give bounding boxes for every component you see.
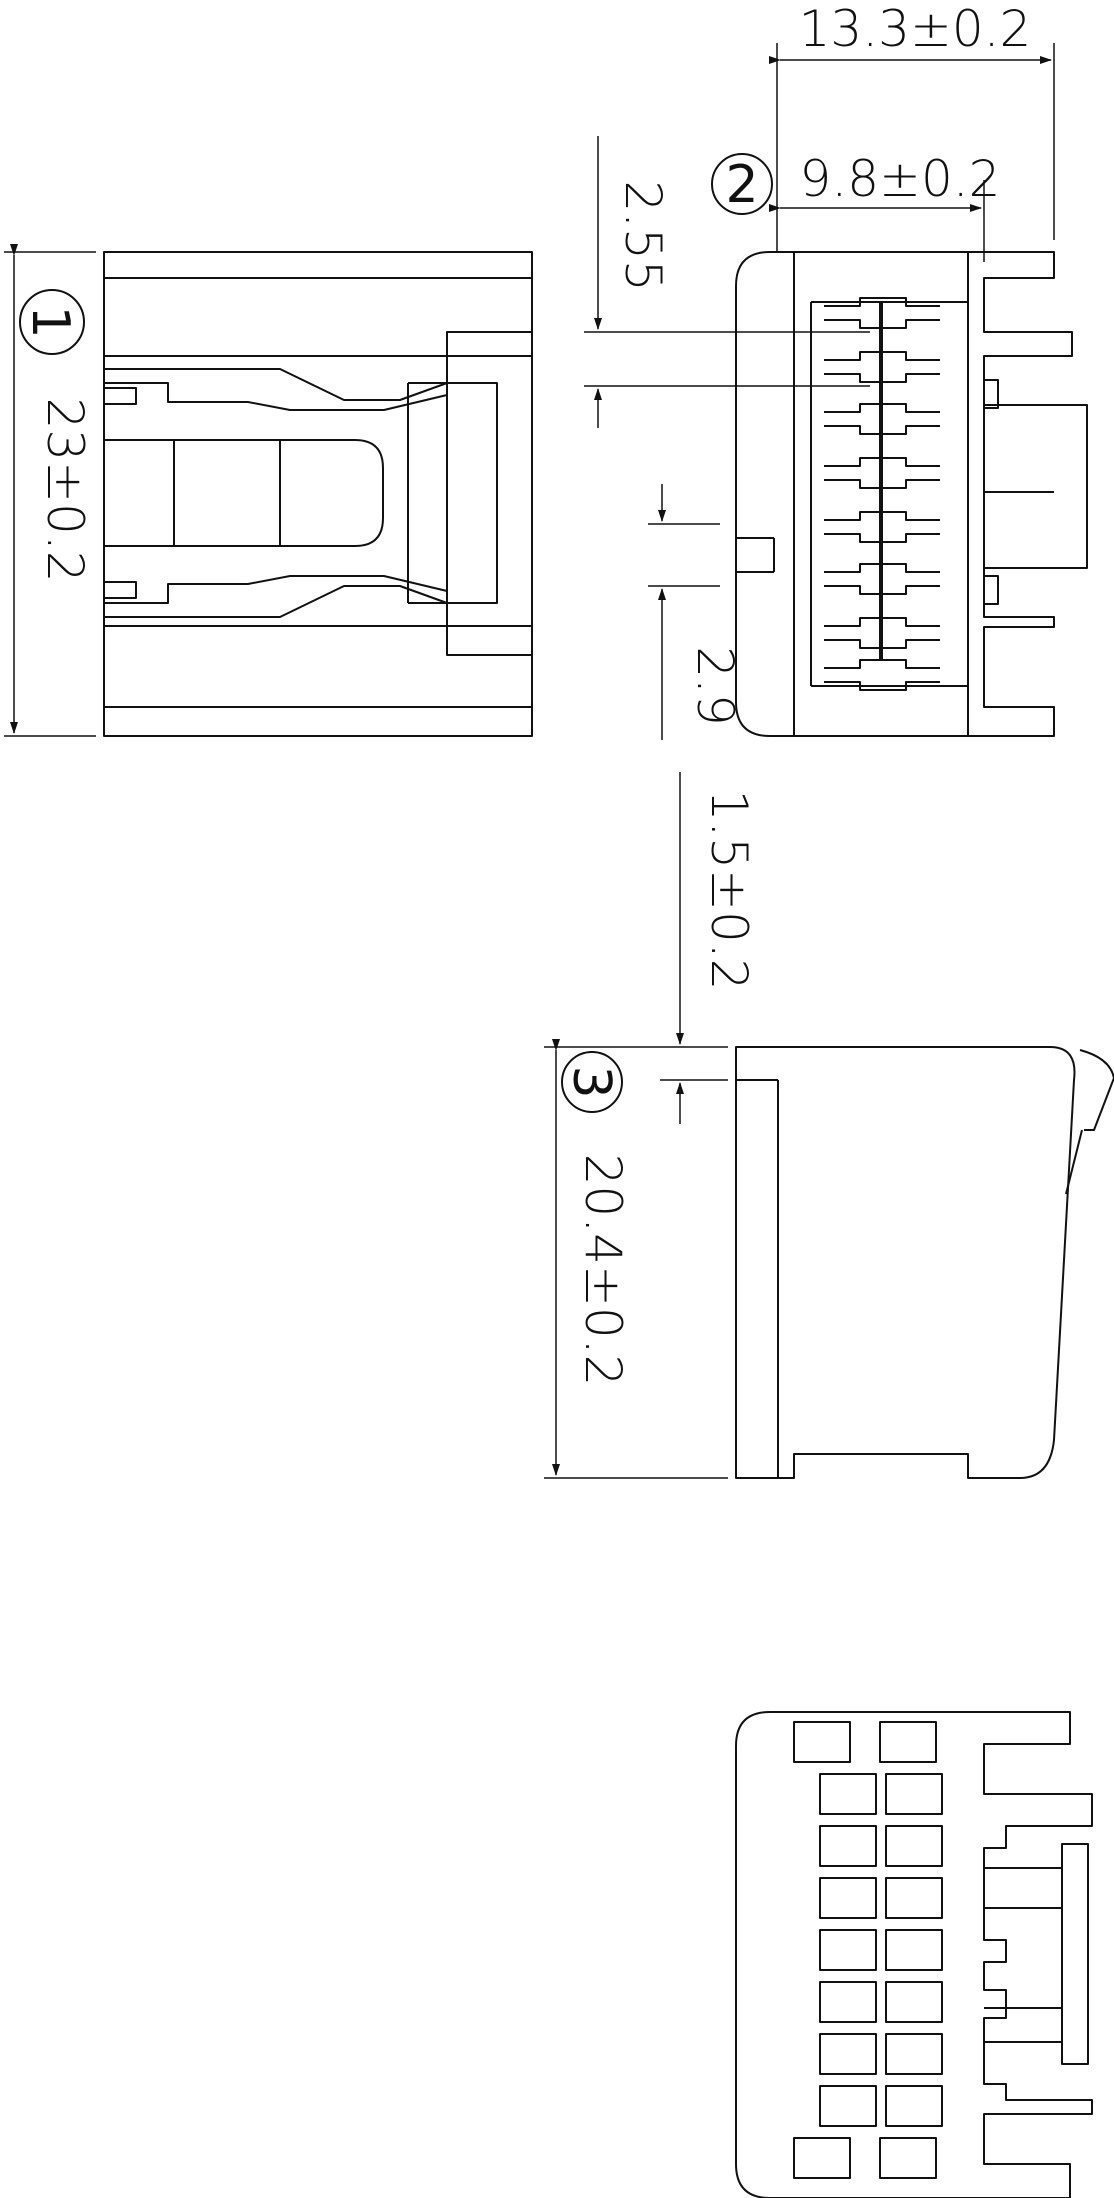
view2-number: 2 [725,155,758,215]
view1-number: 1 [20,305,80,338]
terminal-tooth [824,457,940,489]
dim-gap-2-9: 2.9 [686,646,744,726]
view3-number: 3 [561,1065,621,1098]
dim-width-9-8: 9.8±0.2 [800,150,1001,208]
terminal-cavity [819,2033,877,2075]
terminal-cavity [885,2085,943,2127]
view1-side-drawing: 1 23±0.2 [4,244,533,737]
terminal-cavity [885,1877,943,1919]
terminal-cavity [793,2137,851,2179]
terminal-cavity [793,1721,851,1763]
dim-width-13-3: 13.3±0.2 [799,0,1032,58]
terminal-tooth [824,297,940,329]
terminal-cavity [885,1825,943,1867]
terminal-tooth [824,617,940,649]
terminal-tooth [824,659,940,691]
terminal-cavity [819,1929,877,1971]
terminal-cavity [885,1773,943,1815]
dim-pitch-2-55: 2.55 [614,180,672,291]
view3-profile-drawing: 1.5±0.2 3 20.4±0.2 [544,772,1114,1479]
dim-offset-1-5: 1.5±0.2 [700,790,758,991]
terminal-cavity [885,1981,943,2023]
terminal-tooth [824,563,940,595]
terminal-tooth [824,511,940,543]
terminal-cavity [879,1721,937,1763]
view2-front-drawing: 13.3±0.2 9.8±0.2 2 2.55 2.9 [584,0,1088,740]
dim-height-20-4: 20.4±0.2 [574,1154,632,1387]
terminal-cavity [819,1825,877,1867]
terminal-cavity [879,2137,937,2179]
terminal-cavity [885,1929,943,1971]
terminal-tooth [824,351,940,383]
view4-cavity-drawing [735,1711,1093,2198]
terminal-tooth [824,403,940,435]
terminal-cavity [885,2033,943,2075]
terminal-cavity [819,1981,877,2023]
terminal-cavity [819,1773,877,1815]
terminal-cavity [819,2085,877,2127]
terminal-cavity [819,1877,877,1919]
dim-height-23: 23±0.2 [36,397,94,582]
